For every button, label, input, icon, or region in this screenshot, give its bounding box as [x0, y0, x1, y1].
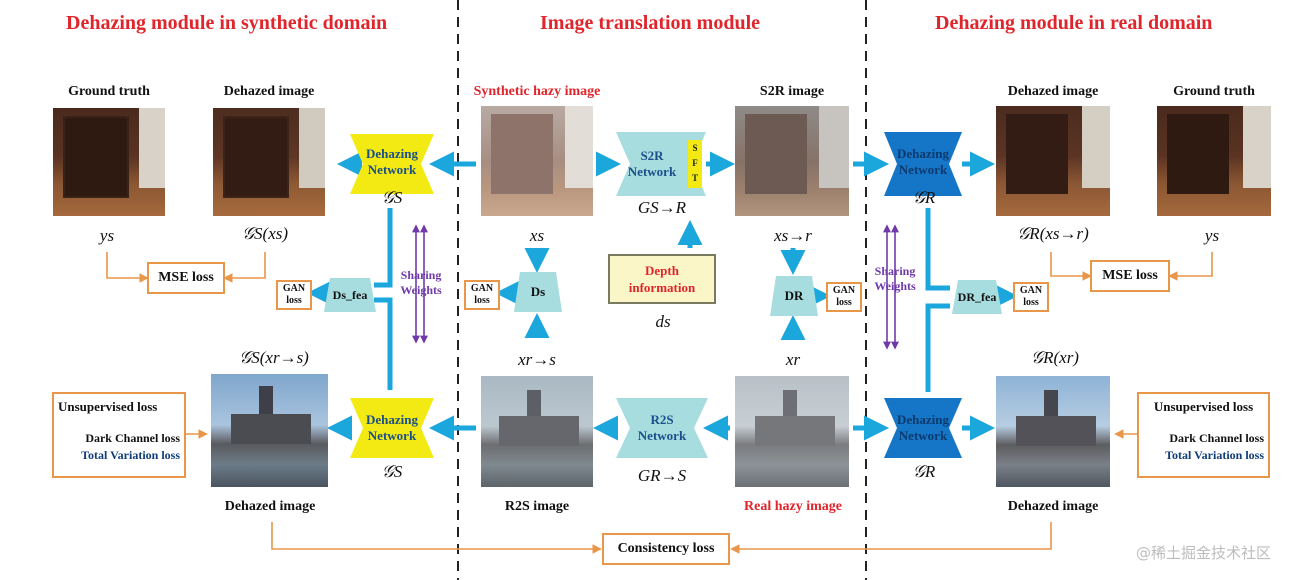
label-dehazed-top-right: Dehazed image: [1007, 84, 1099, 99]
dehazing-network-top-shape: [350, 134, 434, 194]
gan-loss-drfea-box: GAN loss: [1013, 282, 1049, 312]
line-consistency-left: [271, 522, 602, 554]
math-ys-right: ys: [1204, 226, 1220, 245]
total-variation-loss-left: Total Variation loss: [81, 448, 180, 462]
synthetic-hazy-image: [481, 106, 593, 216]
math-gs-bottom: 𝒢S: [381, 462, 403, 481]
dehazing-network-bottom-shape: [350, 398, 434, 458]
real-network-bottom-shape: [884, 398, 962, 458]
ground-truth-right-image: [1157, 106, 1271, 216]
r2s-image: [481, 376, 593, 487]
line-ys-to-mse-right: [1168, 252, 1213, 281]
unsupervised-loss-left-title: Unsupervised loss: [58, 399, 158, 414]
watermark: @稀土掘金技术社区: [1136, 544, 1272, 562]
title-translation-module: Image translation module: [540, 12, 760, 34]
depth-information-box: Depth information: [608, 254, 716, 304]
dehazed-bottom-right-image: [996, 376, 1110, 487]
label-dehazed-bottom-left: Dehazed image: [224, 499, 316, 514]
real-hazy-image: [735, 376, 849, 487]
line-dehazenet-to-dsfea-bottom: [374, 297, 393, 390]
line-ys-to-mse-left: [106, 252, 149, 283]
dehazed-bottom-left-image: [211, 374, 328, 487]
math-xs: xs: [529, 226, 545, 245]
dark-channel-loss-right: Dark Channel loss: [1169, 431, 1264, 445]
gan-loss-ds-box: GAN loss: [464, 280, 500, 310]
line-grxsr-to-mse-right: [1050, 252, 1092, 281]
s2r-image: [735, 106, 849, 216]
r2s-network-shape: [616, 398, 708, 458]
dehazed-top-right-image: [996, 106, 1110, 216]
label-s2r-image: S2R image: [759, 84, 825, 99]
s2r-network-shape: [616, 132, 706, 196]
dehazing-network-bottom-label: Dehazing Network: [366, 412, 418, 443]
math-gs-xrs: 𝒢S(xr→s): [239, 348, 309, 367]
unsupervised-loss-right-title: Unsupervised loss: [1153, 399, 1254, 414]
line-realnet-to-drfea-bottom: [925, 303, 950, 392]
math-ds: ds: [655, 312, 671, 331]
sft-label: S F T: [691, 143, 698, 183]
label-dehazed-top-left: Dehazed image: [223, 84, 315, 99]
consistency-loss-box: Consistency loss: [602, 533, 730, 565]
unsupervised-loss-right-box: Unsupervised loss Dark Channel loss Tota…: [1137, 392, 1270, 478]
unsupervised-loss-left-box: Unsupervised loss Dark Channel loss Tota…: [52, 392, 186, 478]
math-gr-bottom: 𝒢R: [912, 462, 936, 481]
title-real-domain: Dehazing module in real domain: [935, 12, 1213, 34]
real-network-top-label: Dehazing Network: [897, 146, 949, 177]
mse-loss-right-box: MSE loss: [1090, 260, 1170, 292]
label-ground-truth-left: Ground truth: [68, 84, 150, 99]
real-network-top-shape: [884, 132, 962, 196]
real-network-bottom-label: Dehazing Network: [897, 412, 949, 443]
label-r2s-image: R2S image: [504, 499, 570, 514]
math-ys-left: ys: [99, 226, 115, 245]
sharing-weights-left: Sharing Weights: [400, 268, 442, 297]
math-xrs: xr→s: [518, 350, 556, 369]
math-gs-xs: 𝒢S(xs): [241, 224, 289, 243]
ds-fea-label: Ds_fea: [332, 288, 368, 302]
dr-fea-label: DR_fea: [957, 290, 997, 304]
dark-channel-loss-left: Dark Channel loss: [85, 431, 180, 445]
math-xsr: xs→r: [774, 226, 812, 245]
dehazed-top-left-image: [213, 108, 325, 216]
math-gr-top: 𝒢R: [912, 188, 936, 207]
label-real-hazy: Real hazy image: [744, 499, 842, 514]
s2r-network-label: S2R Network: [627, 148, 677, 179]
total-variation-loss-right: Total Variation loss: [1165, 448, 1264, 462]
math-gr-xsr: 𝒢R(xs→r): [1017, 224, 1089, 243]
dehazing-network-top-label: Dehazing Network: [366, 146, 418, 177]
ds-shape: [514, 272, 562, 312]
label-ground-truth-right: Ground truth: [1173, 84, 1255, 99]
math-gs-top: 𝒢S: [381, 188, 403, 207]
sharing-weights-right: Sharing Weights: [874, 264, 916, 293]
math-gsr: GS→R: [637, 198, 687, 217]
math-grs: GR→S: [637, 466, 687, 485]
title-synthetic-domain: Dehazing module in synthetic domain: [66, 12, 388, 34]
dr-shape: [770, 276, 818, 316]
label-synthetic-hazy: Synthetic hazy image: [473, 84, 601, 99]
sft-block: [688, 140, 702, 188]
math-gr-xr: 𝒢R(xr): [1031, 348, 1079, 367]
label-dehazed-bottom-right: Dehazed image: [1007, 499, 1099, 514]
ds-label: Ds: [530, 284, 546, 299]
r2s-network-label: R2S Network: [637, 412, 687, 443]
dr-label: DR: [784, 288, 804, 303]
gan-loss-dsfea-box: GAN loss: [276, 280, 312, 310]
ground-truth-left-image: [53, 108, 165, 216]
line-realnet-to-drfea-top: [925, 208, 950, 291]
line-gsxs-to-mse-left: [223, 252, 266, 283]
mse-loss-left-box: MSE loss: [147, 262, 225, 294]
dr-fea-shape: [952, 280, 1002, 314]
line-dehazenet-to-dsfea-top: [374, 208, 393, 288]
gan-loss-dr-box: GAN loss: [826, 282, 862, 312]
math-xr: xr: [785, 350, 801, 369]
ds-fea-shape: [324, 278, 376, 312]
line-consistency-right: [730, 522, 1052, 554]
